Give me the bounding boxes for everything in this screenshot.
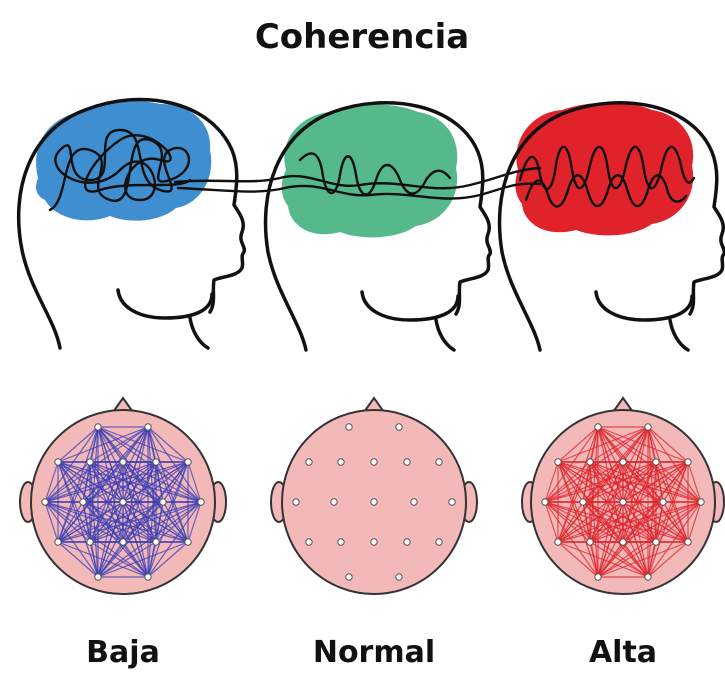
neck-line-baja: [190, 318, 208, 348]
electrode-dot: [198, 499, 204, 505]
electrode-dot: [145, 574, 151, 580]
head-profile-normal: [266, 103, 491, 350]
electrode-dot: [120, 459, 126, 465]
electrode-dot: [555, 459, 561, 465]
brain-baja: [36, 101, 211, 221]
electrode-dot: [595, 574, 601, 580]
electrode-dot: [120, 539, 126, 545]
electrode-dot: [331, 499, 337, 505]
electrode-dot: [153, 539, 159, 545]
brain-alta: [515, 103, 693, 236]
electrode-dot: [95, 574, 101, 580]
electrode-dot: [580, 499, 586, 505]
electrode-dot: [396, 574, 402, 580]
electrode-dot: [595, 424, 601, 430]
electrode-dot: [587, 459, 593, 465]
electrode-dot: [55, 539, 61, 545]
electrode-dot: [645, 424, 651, 430]
electrode-dot: [411, 499, 417, 505]
electrode-dot: [306, 459, 312, 465]
electrode-dot: [153, 459, 159, 465]
electrode-dot: [620, 499, 626, 505]
electrode-dot: [42, 499, 48, 505]
electrode-dot: [685, 539, 691, 545]
head-profile-alta: [500, 103, 725, 351]
scalp-map-baja: [20, 398, 226, 594]
label-alta: Alta: [589, 635, 657, 670]
electrode-dot: [338, 459, 344, 465]
electrode-dot: [587, 539, 593, 545]
electrode-dot: [293, 499, 299, 505]
electrode-dot: [120, 499, 126, 505]
electrode-dot: [160, 499, 166, 505]
electrode-dot: [404, 459, 410, 465]
electrode-dot: [346, 574, 352, 580]
electrode-dot: [306, 539, 312, 545]
electrode-dot: [95, 424, 101, 430]
electrode-dot: [371, 459, 377, 465]
electrode-dot: [620, 539, 626, 545]
scalp-map-alta: [522, 398, 724, 594]
electrode-dot: [338, 539, 344, 545]
electrode-dot: [436, 539, 442, 545]
electrode-dot: [645, 574, 651, 580]
electrode-dot: [371, 499, 377, 505]
neck-line-normal: [436, 320, 454, 350]
electrode-dot: [87, 539, 93, 545]
head-profile-baja: [19, 99, 245, 348]
electrode-dot: [542, 499, 548, 505]
electrode-dot: [449, 499, 455, 505]
electrode-dot: [436, 459, 442, 465]
diagram-title: Coherencia: [255, 17, 469, 57]
jaw-line-normal: [362, 292, 458, 320]
electrode-dot: [371, 539, 377, 545]
jaw-line-alta: [596, 292, 692, 320]
electrode-dot: [185, 459, 191, 465]
electrode-dot: [346, 424, 352, 430]
electrode-dot: [653, 459, 659, 465]
neck-line-alta: [670, 320, 688, 350]
electrode-dot: [145, 424, 151, 430]
electrode-dot: [87, 459, 93, 465]
electrode-dot: [55, 459, 61, 465]
scalp-map-normal: [271, 398, 477, 594]
electrode-dot: [653, 539, 659, 545]
electrode-dot: [555, 539, 561, 545]
jaw-line-baja: [118, 290, 212, 318]
electrode-dot: [620, 459, 626, 465]
electrode-dot: [80, 499, 86, 505]
electrode-dot: [685, 459, 691, 465]
label-normal: Normal: [313, 635, 435, 670]
label-baja: Baja: [86, 635, 160, 670]
electrode-dot: [185, 539, 191, 545]
electrode-dot: [698, 499, 704, 505]
electrode-dot: [404, 539, 410, 545]
electrode-dot: [660, 499, 666, 505]
electrode-dot: [396, 424, 402, 430]
